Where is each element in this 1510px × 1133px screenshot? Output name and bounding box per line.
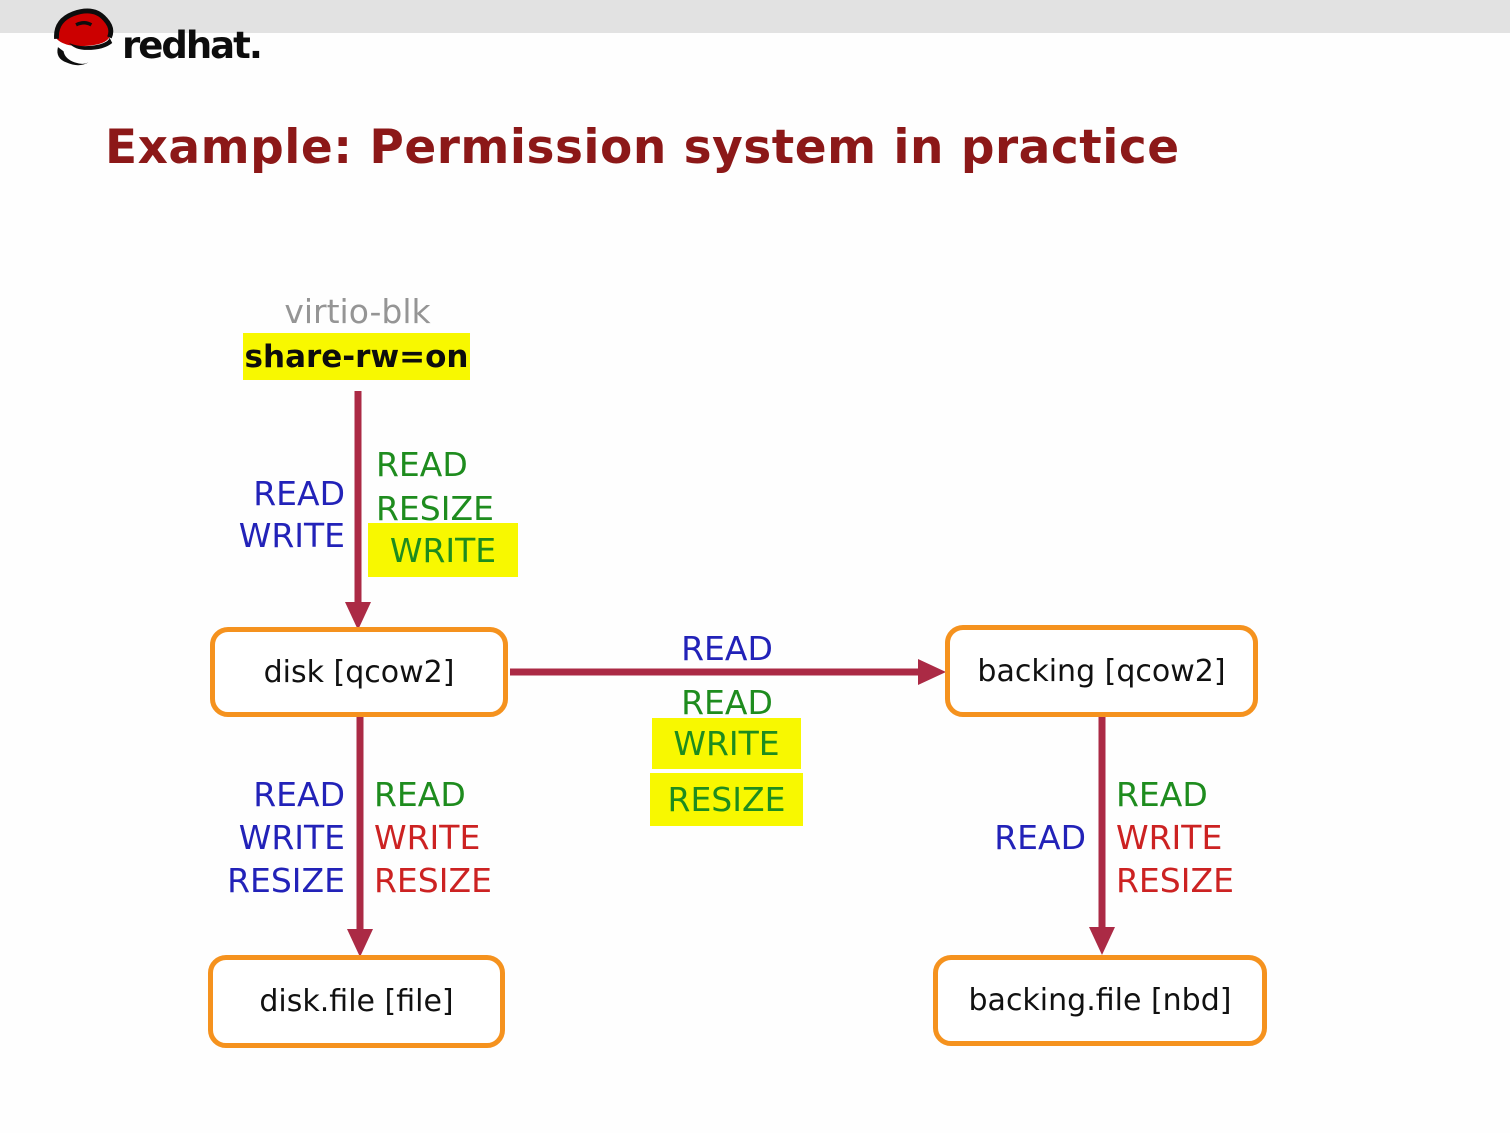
edge-disk-diskfile-right-label: RESIZE	[374, 861, 492, 900]
share-rw-highlight: share-rw=on	[243, 333, 470, 380]
edge-backing-backingfile-right-label: WRITE	[1116, 818, 1223, 857]
edge-disk-diskfile-left-label: RESIZE	[227, 861, 345, 900]
edge-disk-backing-below-label-highlighted: WRITE	[652, 718, 801, 769]
edge-disk-diskfile-right-label: WRITE	[374, 818, 481, 857]
top-bar	[0, 0, 1510, 33]
arrow-disk-to-backing	[510, 659, 946, 685]
edge-backing-backingfile-right-label: READ	[1116, 775, 1208, 814]
arrow-disk-to-disk-file	[347, 716, 373, 957]
node-backing-file: backing.file [nbd]	[933, 955, 1267, 1046]
node-disk-file: disk.file [file]	[208, 955, 505, 1048]
logo-red-part: red	[122, 24, 188, 67]
edge-disk-diskfile-left-label: READ	[253, 775, 345, 814]
edge-backing-backingfile-left-label: READ	[994, 818, 1086, 857]
redhat-logo: redhat.	[48, 4, 263, 68]
slide-title: Example: Permission system in practice	[105, 120, 1180, 175]
edge-virtio-disk-right-label-highlighted: WRITE	[368, 523, 518, 577]
edge-virtio-disk-left-label: READ	[253, 474, 345, 513]
edge-virtio-disk-right-label: RESIZE	[376, 489, 494, 528]
edge-backing-backingfile-right-label: RESIZE	[1116, 861, 1234, 900]
redhat-fedora-icon	[54, 8, 114, 66]
node-disk-qcow2: disk [qcow2]	[210, 627, 508, 717]
edge-disk-backing-above-label: READ	[681, 629, 773, 668]
edge-disk-backing-below-label-highlighted: RESIZE	[650, 773, 803, 826]
edge-virtio-disk-right-label: READ	[376, 445, 468, 484]
edge-disk-diskfile-right-label: READ	[374, 775, 466, 814]
arrow-virtio-to-disk	[345, 391, 371, 630]
edge-virtio-disk-left-label: WRITE	[238, 516, 345, 555]
redhat-logo-text: redhat.	[122, 24, 263, 68]
arrow-backing-to-backing-file	[1089, 716, 1115, 955]
node-backing-qcow2: backing [qcow2]	[945, 625, 1258, 717]
virtio-blk-label: virtio-blk	[284, 292, 431, 331]
edge-disk-diskfile-left-label: WRITE	[238, 818, 345, 857]
logo-hat-part: hat.	[185, 24, 263, 67]
edge-disk-backing-below-label: READ	[681, 683, 773, 722]
